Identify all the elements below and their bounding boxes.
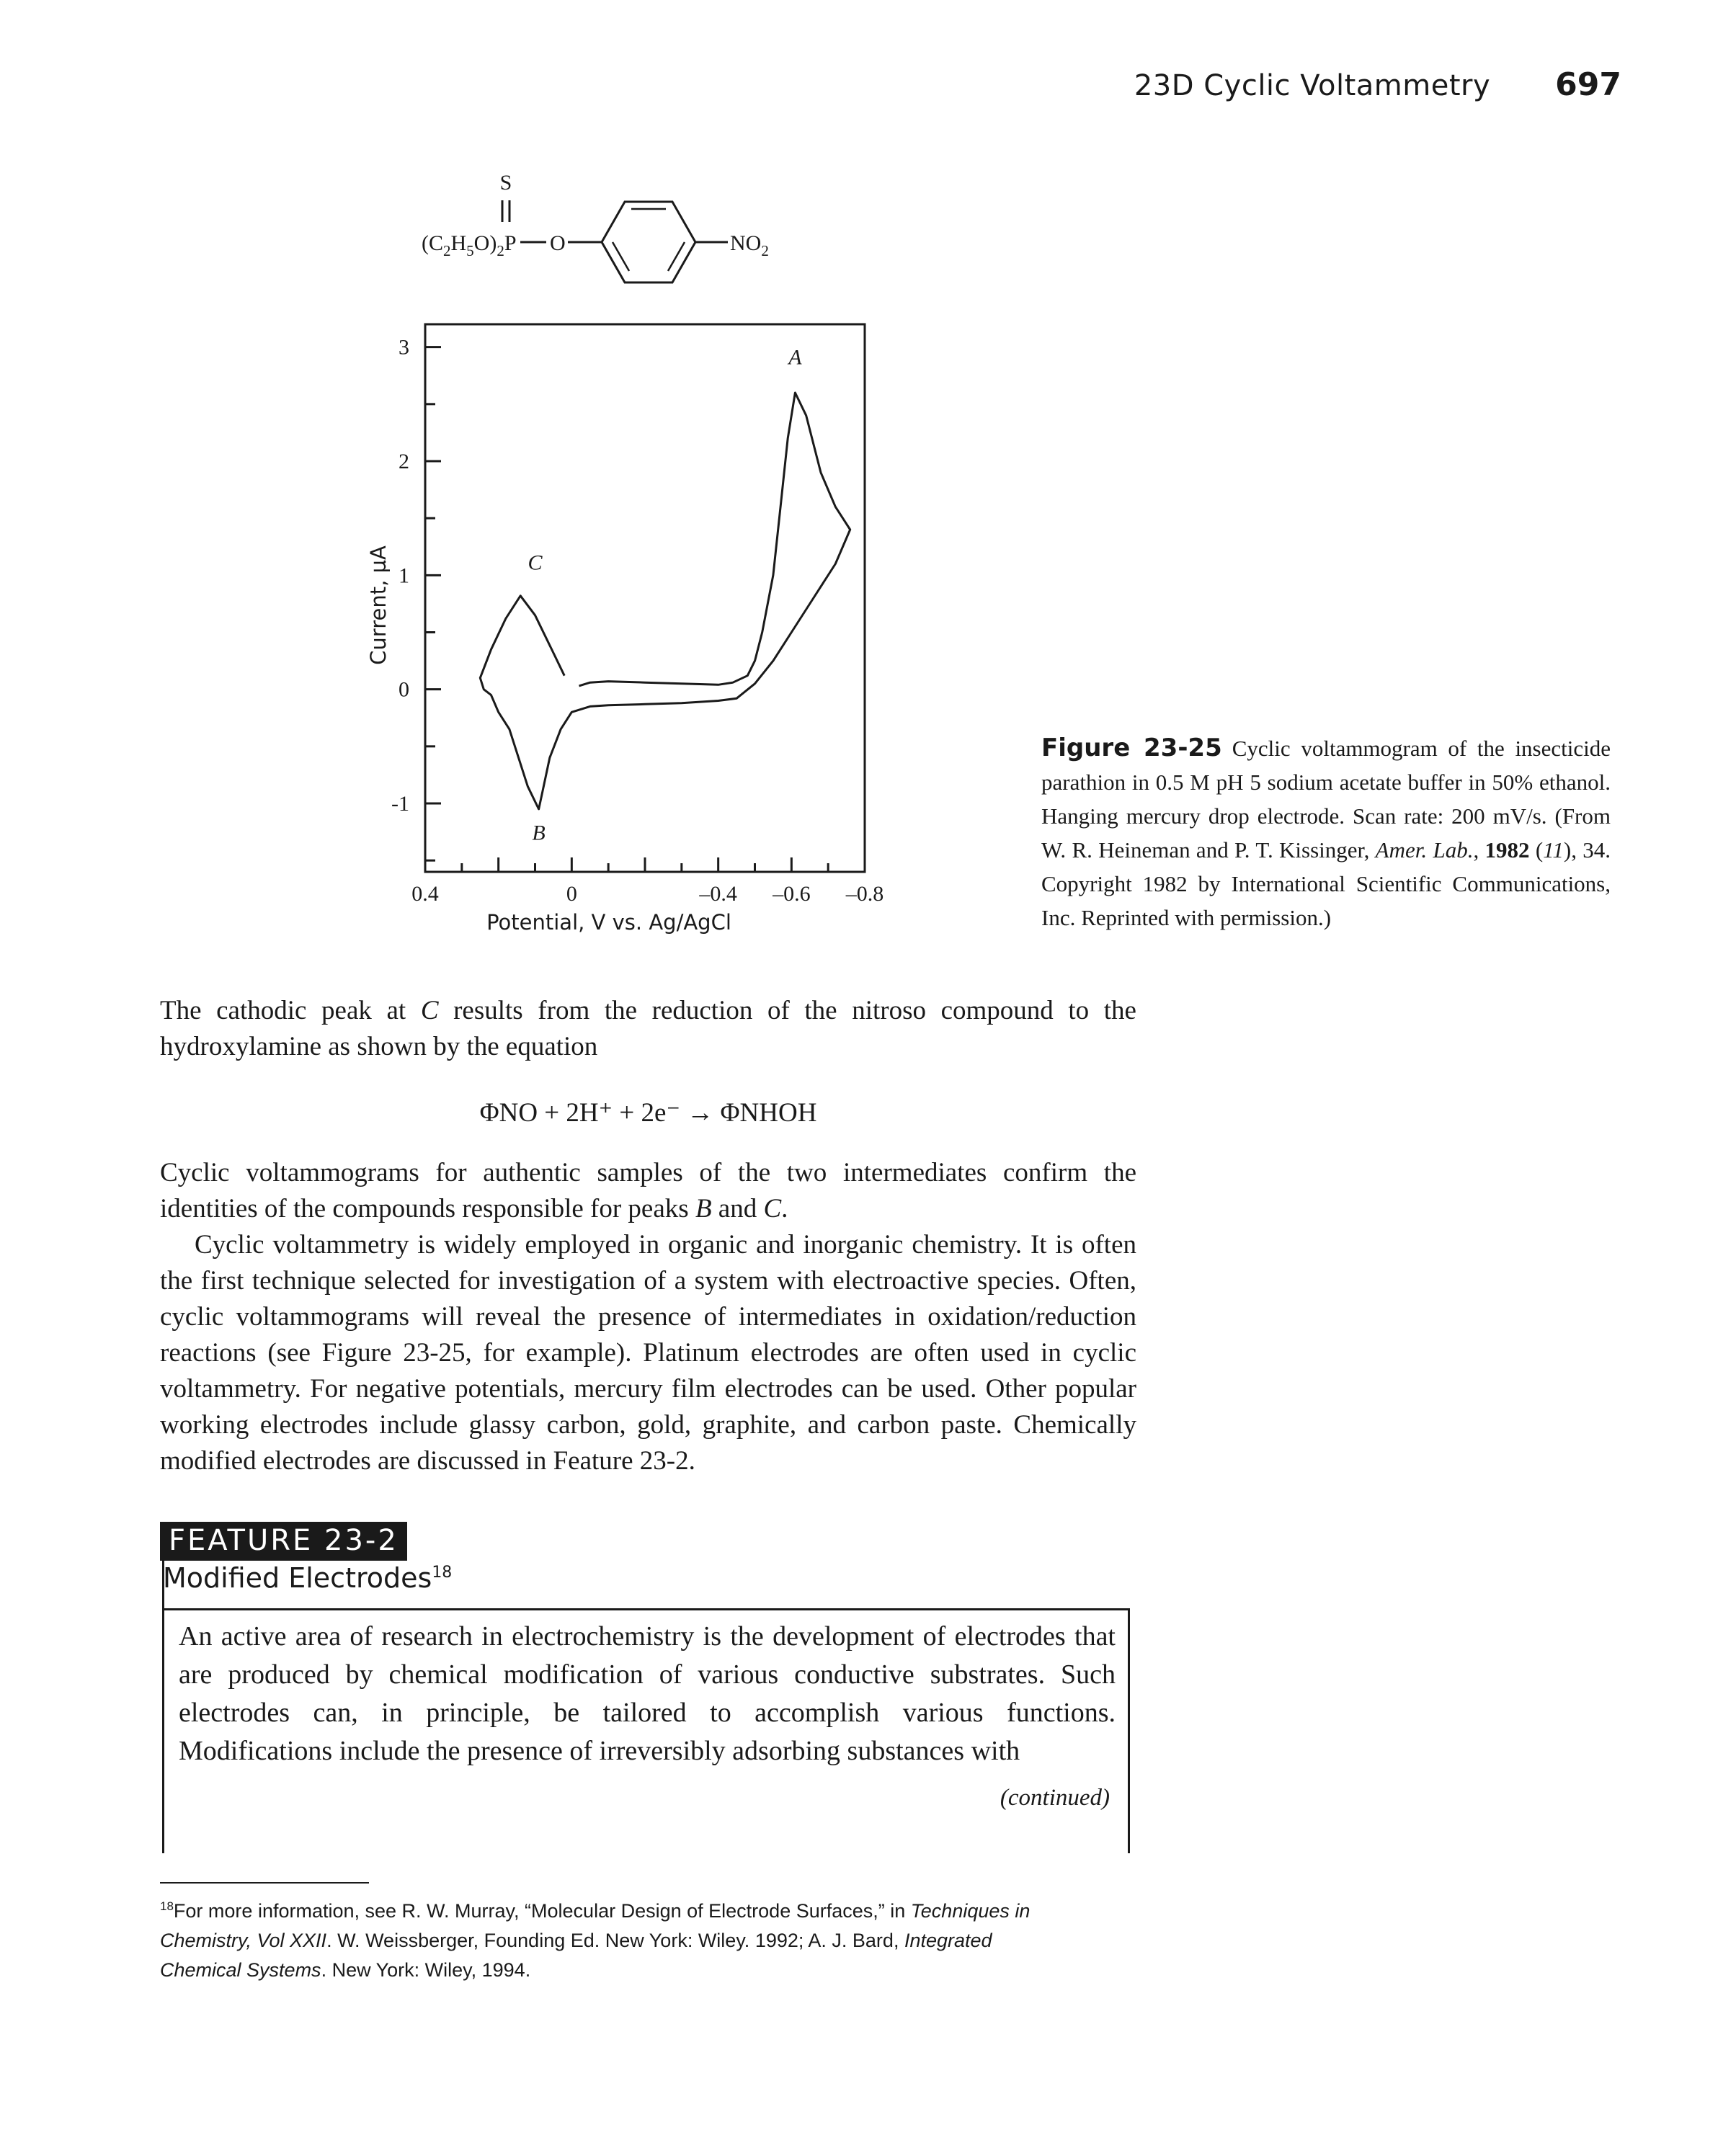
y-tick-label: 0 (399, 678, 409, 702)
y-axis-label: Current, µA (366, 545, 391, 665)
plot-frame (424, 323, 866, 873)
peak-label-c: C (528, 550, 543, 574)
y-axis: 3 2 1 0 -1 (391, 336, 441, 862)
parathion-structure: S (C2H5O)2P O NO2 (422, 171, 769, 284)
caption-text-end: ), 34. Copyright 1982 by International S… (1041, 837, 1611, 930)
feature-title: Modified Electrodes18 (163, 1562, 453, 1594)
feature-border (1128, 1608, 1130, 1853)
structure-nitro: NO2 (730, 231, 769, 259)
page-number: 697 (1555, 66, 1621, 103)
structure-ethoxy: (C2H5O)2P (422, 231, 517, 259)
y-tick-label: -1 (391, 792, 409, 816)
peak-label-b: B (532, 821, 545, 845)
body-paragraph: Cyclic voltammograms for authentic sampl… (160, 1158, 1136, 1223)
x-tick-label: –0.4 (698, 882, 737, 906)
benzene-inner-bond (667, 241, 686, 272)
figure-23-25: S (C2H5O)2P O NO2 3 2 1 0 -1 0.4 0 –0.4 –0.6 –0.… (366, 171, 883, 935)
cv-curve (478, 391, 852, 811)
x-tick-label: 0 (566, 882, 577, 906)
feature-tag: FEATURE 23-2 (160, 1522, 407, 1561)
x-tick-label: 0.4 (411, 882, 439, 906)
x-axis: 0.4 0 –0.4 –0.6 –0.8 (411, 857, 883, 906)
y-tick-label: 2 (399, 450, 409, 473)
y-tick-label: 1 (399, 563, 409, 587)
benzene-inner-bond (611, 241, 631, 272)
caption-issue: 11 (1543, 837, 1564, 862)
figure-label: Figure 23-25 (1041, 734, 1222, 762)
caption-journal: Amer. Lab. (1375, 837, 1474, 862)
y-tick-label: 3 (399, 336, 409, 360)
feature-border (162, 1556, 164, 1610)
reduction-equation: ΦNO + 2H⁺ + 2e⁻ → ΦNHOH (479, 1098, 817, 1128)
feature-text: An active area of research in electroche… (179, 1621, 1116, 1766)
benzene-ring (600, 200, 697, 284)
running-head: 23D Cyclic Voltammetry 697 (901, 66, 1621, 103)
body-paragraph: The cathodic peak at C results from the … (160, 996, 1136, 1061)
structure-oxygen: O (550, 231, 566, 255)
caption-text: Cyclic voltammogram of the insecticide p… (1041, 736, 1611, 862)
caption-separator: , (1473, 837, 1485, 862)
x-tick-label: –0.6 (772, 882, 811, 906)
caption-year: 1982 (1484, 837, 1530, 862)
cv-trace (478, 391, 852, 811)
footnote: 18For more information, see R. W. Murray… (160, 1899, 1031, 1981)
peak-labels: A B C (528, 345, 802, 844)
x-tick-label: –0.8 (845, 882, 884, 906)
caption-separator: ( (1529, 837, 1544, 862)
x-axis-label: Potential, V vs. Ag/AgCl (486, 910, 731, 935)
peak-label-a: A (787, 345, 802, 369)
feature-border (162, 1608, 164, 1853)
section-title: 23D Cyclic Voltammetry (1134, 69, 1491, 102)
body-paragraph: Cyclic voltammetry is widely employed in… (160, 1230, 1136, 1476)
continued-note: (continued) (1000, 1785, 1110, 1811)
feature-border (162, 1608, 1130, 1610)
footnote-rule (160, 1882, 369, 1884)
structure-sulfur: S (500, 171, 512, 195)
